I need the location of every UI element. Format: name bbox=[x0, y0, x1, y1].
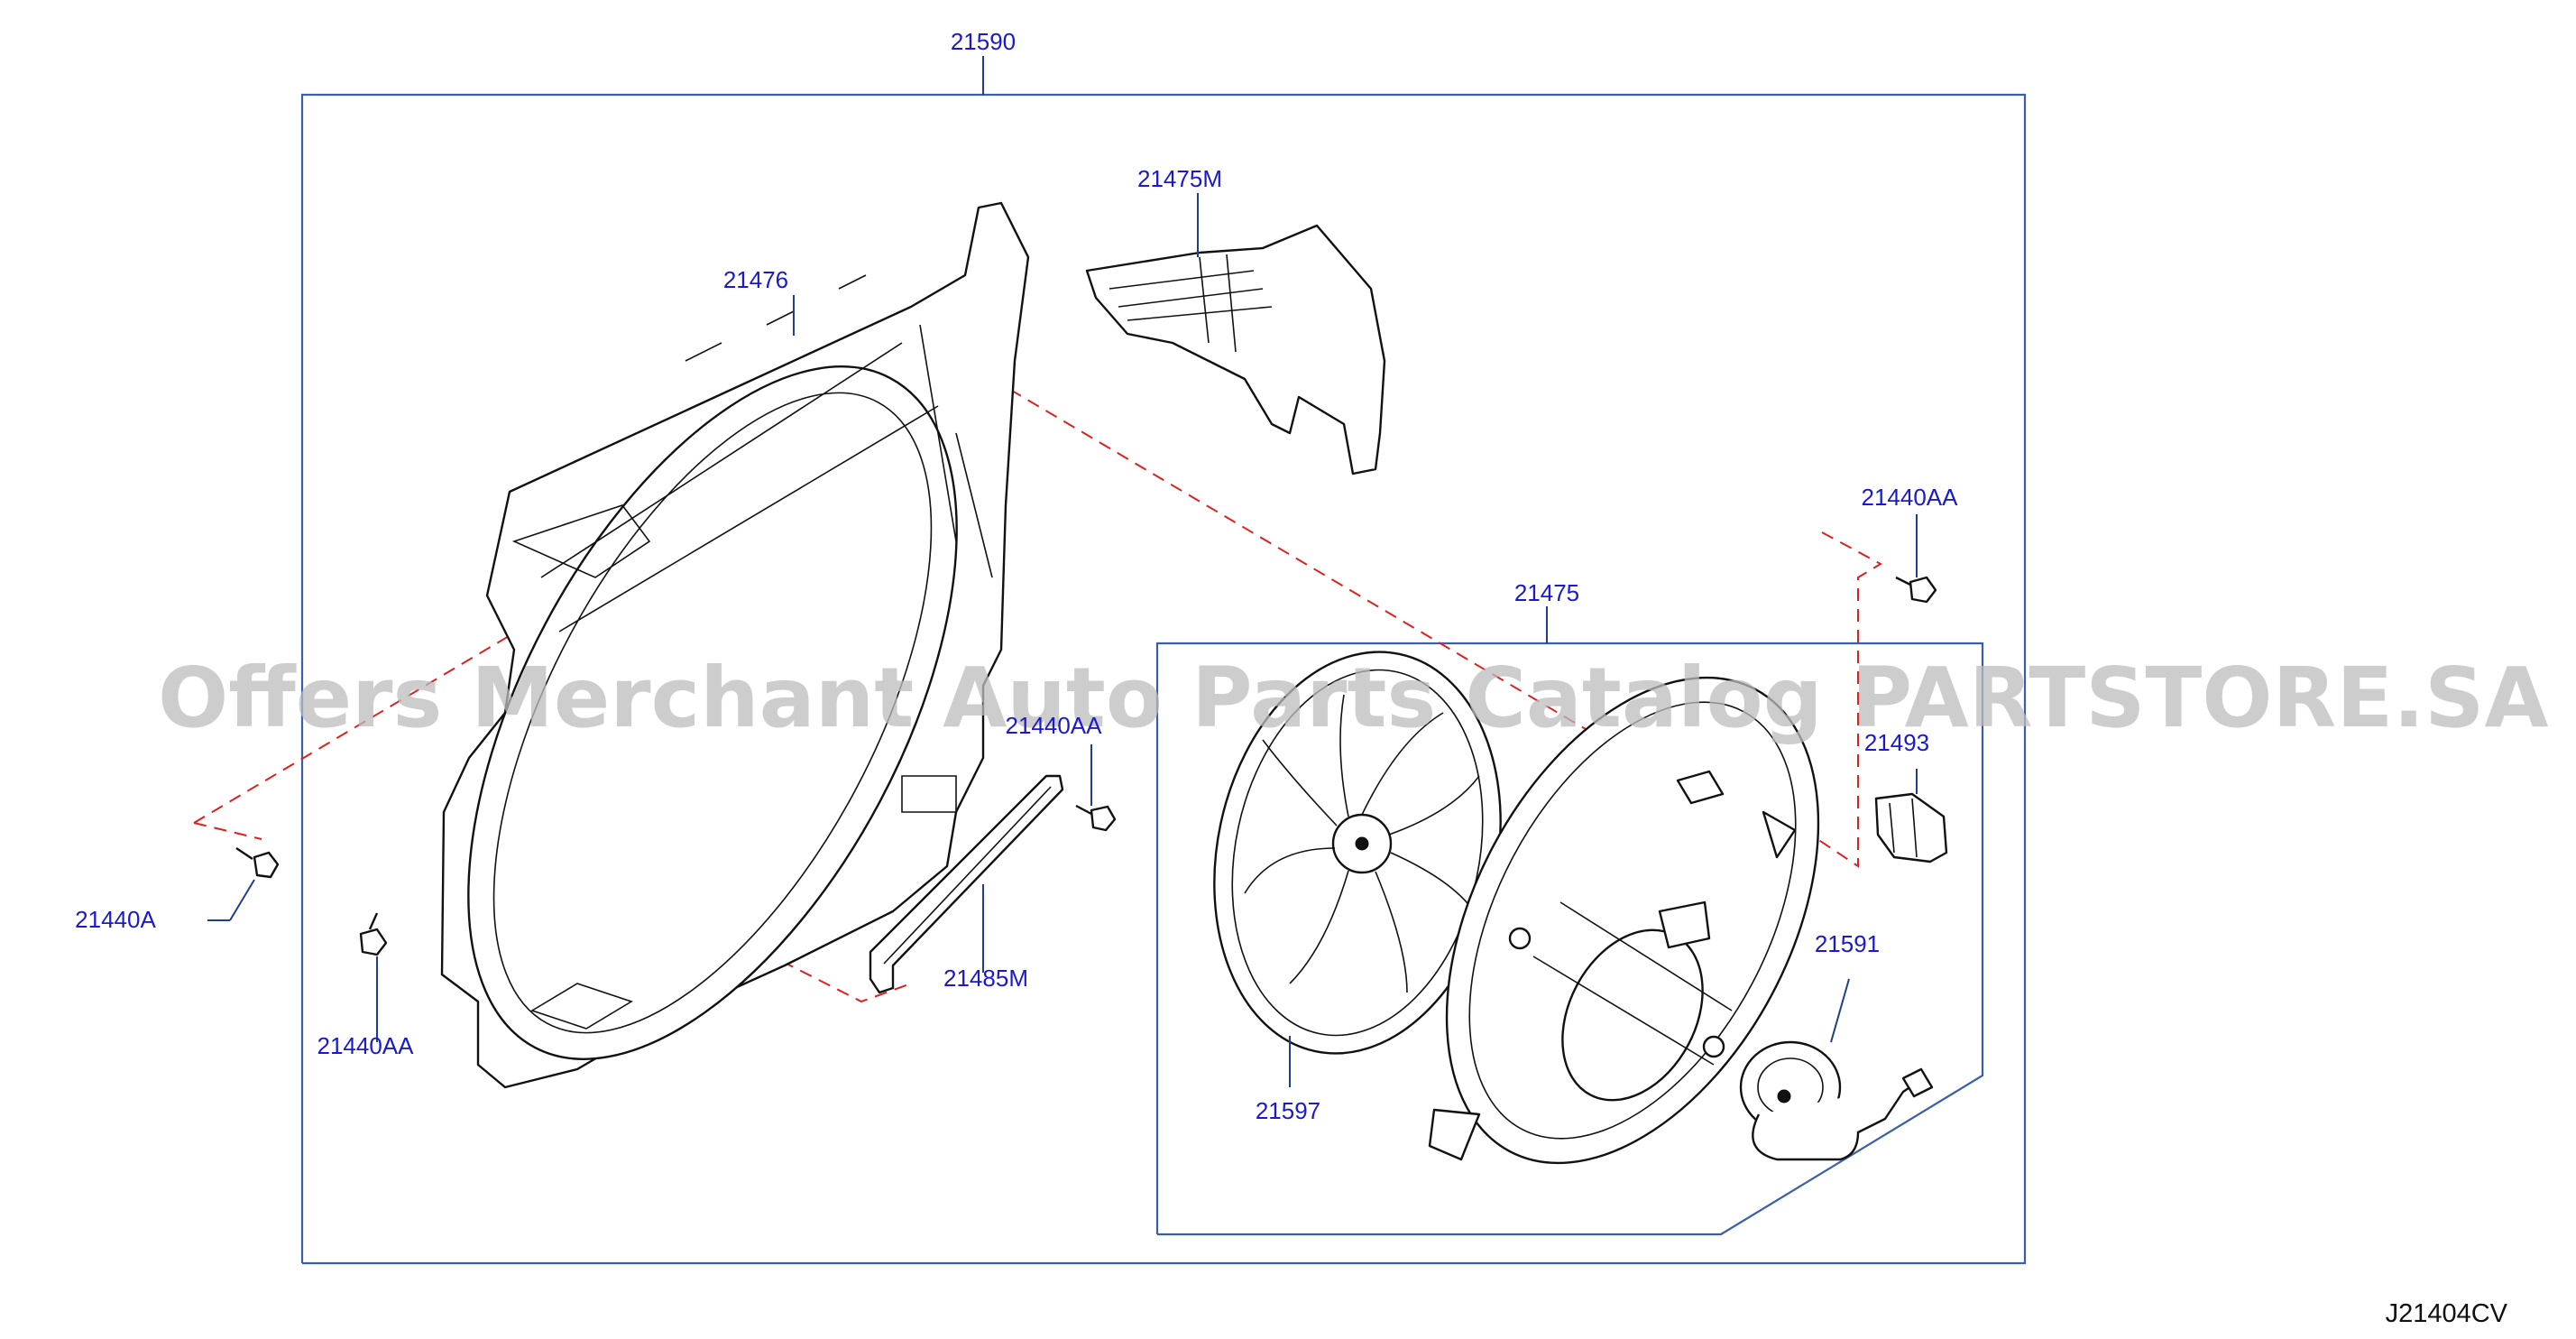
bolt-21440a-part bbox=[235, 847, 280, 879]
seal-strip-part bbox=[869, 774, 1064, 994]
label-21475-fan-motor-assy[interactable]: 21475 bbox=[1514, 579, 1579, 606]
fan-housing-part bbox=[1428, 676, 1820, 1165]
fan-motor-part bbox=[1739, 1040, 1934, 1161]
assembly-frame bbox=[300, 56, 2027, 1265]
label-21590-assembly[interactable]: 21590 bbox=[951, 28, 1016, 55]
bolt-21440aa-lower-left-part bbox=[359, 912, 388, 956]
fan-blade-part bbox=[1213, 651, 1502, 1055]
diagram-code: J21404CV bbox=[2386, 1299, 2508, 1328]
label-21440aa-right[interactable]: 21440AA bbox=[1862, 484, 1959, 511]
label-21440a-left[interactable]: 21440A bbox=[75, 906, 156, 933]
watermark: Offers Merchant Auto Parts Catalog PARTS… bbox=[158, 650, 2549, 746]
bolt-21440aa-right-part bbox=[1895, 576, 1937, 604]
label-21475m-upper-shroud[interactable]: 21475M bbox=[1137, 165, 1222, 192]
upper-shroud-part bbox=[1085, 224, 1386, 476]
label-21440aa-middle[interactable]: 21440AA bbox=[1006, 712, 1103, 739]
label-21597-fan-blade[interactable]: 21597 bbox=[1256, 1097, 1320, 1124]
fan-motor-subassembly-frame bbox=[1155, 606, 1984, 1236]
bolt-21440aa-middle-part bbox=[1075, 804, 1117, 832]
label-21476-shroud[interactable]: 21476 bbox=[723, 266, 788, 293]
label-21493-resistor[interactable]: 21493 bbox=[1864, 729, 1929, 756]
label-21591-motor[interactable]: 21591 bbox=[1815, 930, 1880, 957]
leader-lines bbox=[207, 193, 1918, 1087]
resistor-part bbox=[1874, 792, 1948, 863]
label-21440aa-lower-left[interactable]: 21440AA bbox=[317, 1032, 415, 1059]
fan-shroud-part bbox=[440, 201, 1030, 1089]
label-21485m-seal-strip[interactable]: 21485M bbox=[943, 965, 1028, 992]
